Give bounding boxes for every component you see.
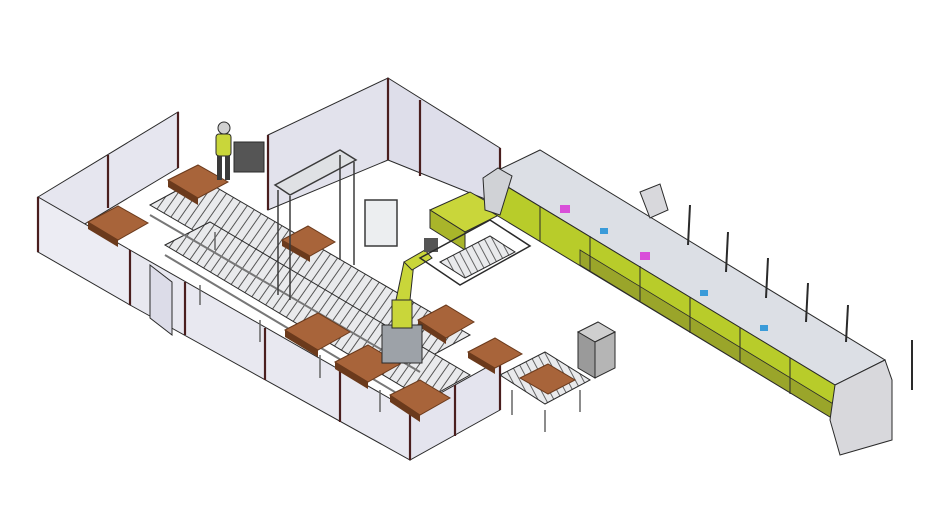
pallet [280, 225, 337, 262]
machine-input-end [482, 167, 513, 216]
pallet [86, 205, 150, 247]
pallets [86, 164, 524, 422]
operator-figure [215, 121, 265, 180]
safety-guard-posts [687, 204, 913, 390]
pallet [166, 164, 230, 205]
pallet [283, 312, 351, 357]
machine-hood [486, 149, 887, 386]
infeed-station [639, 183, 669, 219]
pallet [389, 379, 451, 422]
pallet [466, 337, 524, 374]
fence-door [149, 263, 173, 337]
gantry-frame [273, 149, 398, 300]
industrial-robot-arm [381, 238, 438, 364]
output-conveyor [498, 351, 591, 432]
machine-end-cap [829, 359, 893, 456]
pallet [333, 344, 401, 389]
gripper-station [418, 191, 532, 286]
pallet [417, 304, 475, 344]
machine-internals [560, 205, 768, 331]
control-cabinet [576, 321, 617, 379]
enclosed-machine-line [482, 149, 893, 456]
